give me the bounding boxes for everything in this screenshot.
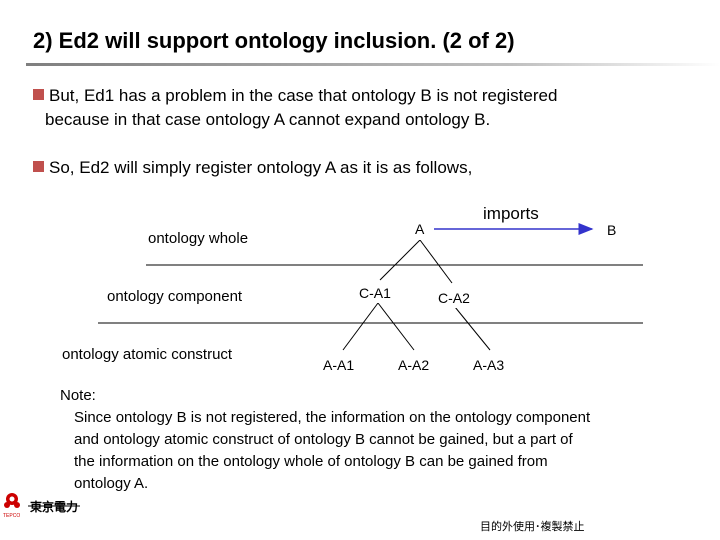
bullet-1-line-2: because in that case ontology A cannot e… xyxy=(45,110,491,129)
company-sub: TEPCO xyxy=(3,513,21,519)
node-a-bg xyxy=(410,218,432,240)
bullet-square-icon xyxy=(33,161,44,172)
level-label-atomic: ontology atomic construct xyxy=(62,346,233,363)
node-a-a2: A-A2 xyxy=(398,357,429,373)
node-a-a3-bg xyxy=(470,352,514,374)
slide-title: 2) Ed2 will support ontology inclusion. … xyxy=(33,28,515,53)
company-logo-icon xyxy=(4,493,80,508)
node-c-a1: C-A1 xyxy=(359,285,391,301)
node-a-a1-bg xyxy=(320,352,364,374)
edge-c-a1-a-a2 xyxy=(377,302,415,351)
imports-label-bg xyxy=(478,200,558,226)
edge-c-a2-a-a3 xyxy=(454,306,491,351)
level-label-whole: ontology whole xyxy=(148,230,248,247)
node-c-a2: C-A2 xyxy=(438,290,470,306)
bullet-2: So, Ed2 will simply register ontology A … xyxy=(33,156,693,180)
note-heading: Note: xyxy=(60,387,96,404)
bullet-1: But, Ed1 has a problem in the case that … xyxy=(33,84,693,132)
edge-a-c-a1 xyxy=(379,239,421,281)
level-label-component: ontology component xyxy=(107,288,243,305)
note-line-3: the information on the ontology whole of… xyxy=(74,453,548,470)
bullet-2-line-1: So, Ed2 will simply register ontology A … xyxy=(49,158,473,177)
company-name: 東京電力 xyxy=(30,500,79,514)
node-a: A xyxy=(415,221,425,237)
bullet-1-line-1: But, Ed1 has a problem in the case that … xyxy=(49,86,558,105)
edge-a-c-a2 xyxy=(419,239,453,284)
note: Note: Since ontology B is not registered… xyxy=(60,385,710,495)
node-a-a3: A-A3 xyxy=(473,357,504,373)
note-line-1: Since ontology B is not registered, the … xyxy=(74,409,591,426)
node-a-a2-bg xyxy=(395,352,439,374)
note-line-2: and ontology atomic construct of ontolog… xyxy=(74,431,573,448)
bullet-square-icon xyxy=(33,89,44,100)
edge-c-a1-a-a1 xyxy=(342,302,379,351)
footer-notice: 目的外使用･複製禁止 xyxy=(480,521,585,533)
imports-label: imports xyxy=(483,204,539,223)
node-a-a1: A-A1 xyxy=(323,357,354,373)
node-c-a1-bg xyxy=(356,281,400,303)
node-b: B xyxy=(607,222,616,238)
title-divider xyxy=(26,63,720,66)
note-line-4: ontology A. xyxy=(74,475,149,492)
node-c-a2-bg xyxy=(435,286,479,308)
